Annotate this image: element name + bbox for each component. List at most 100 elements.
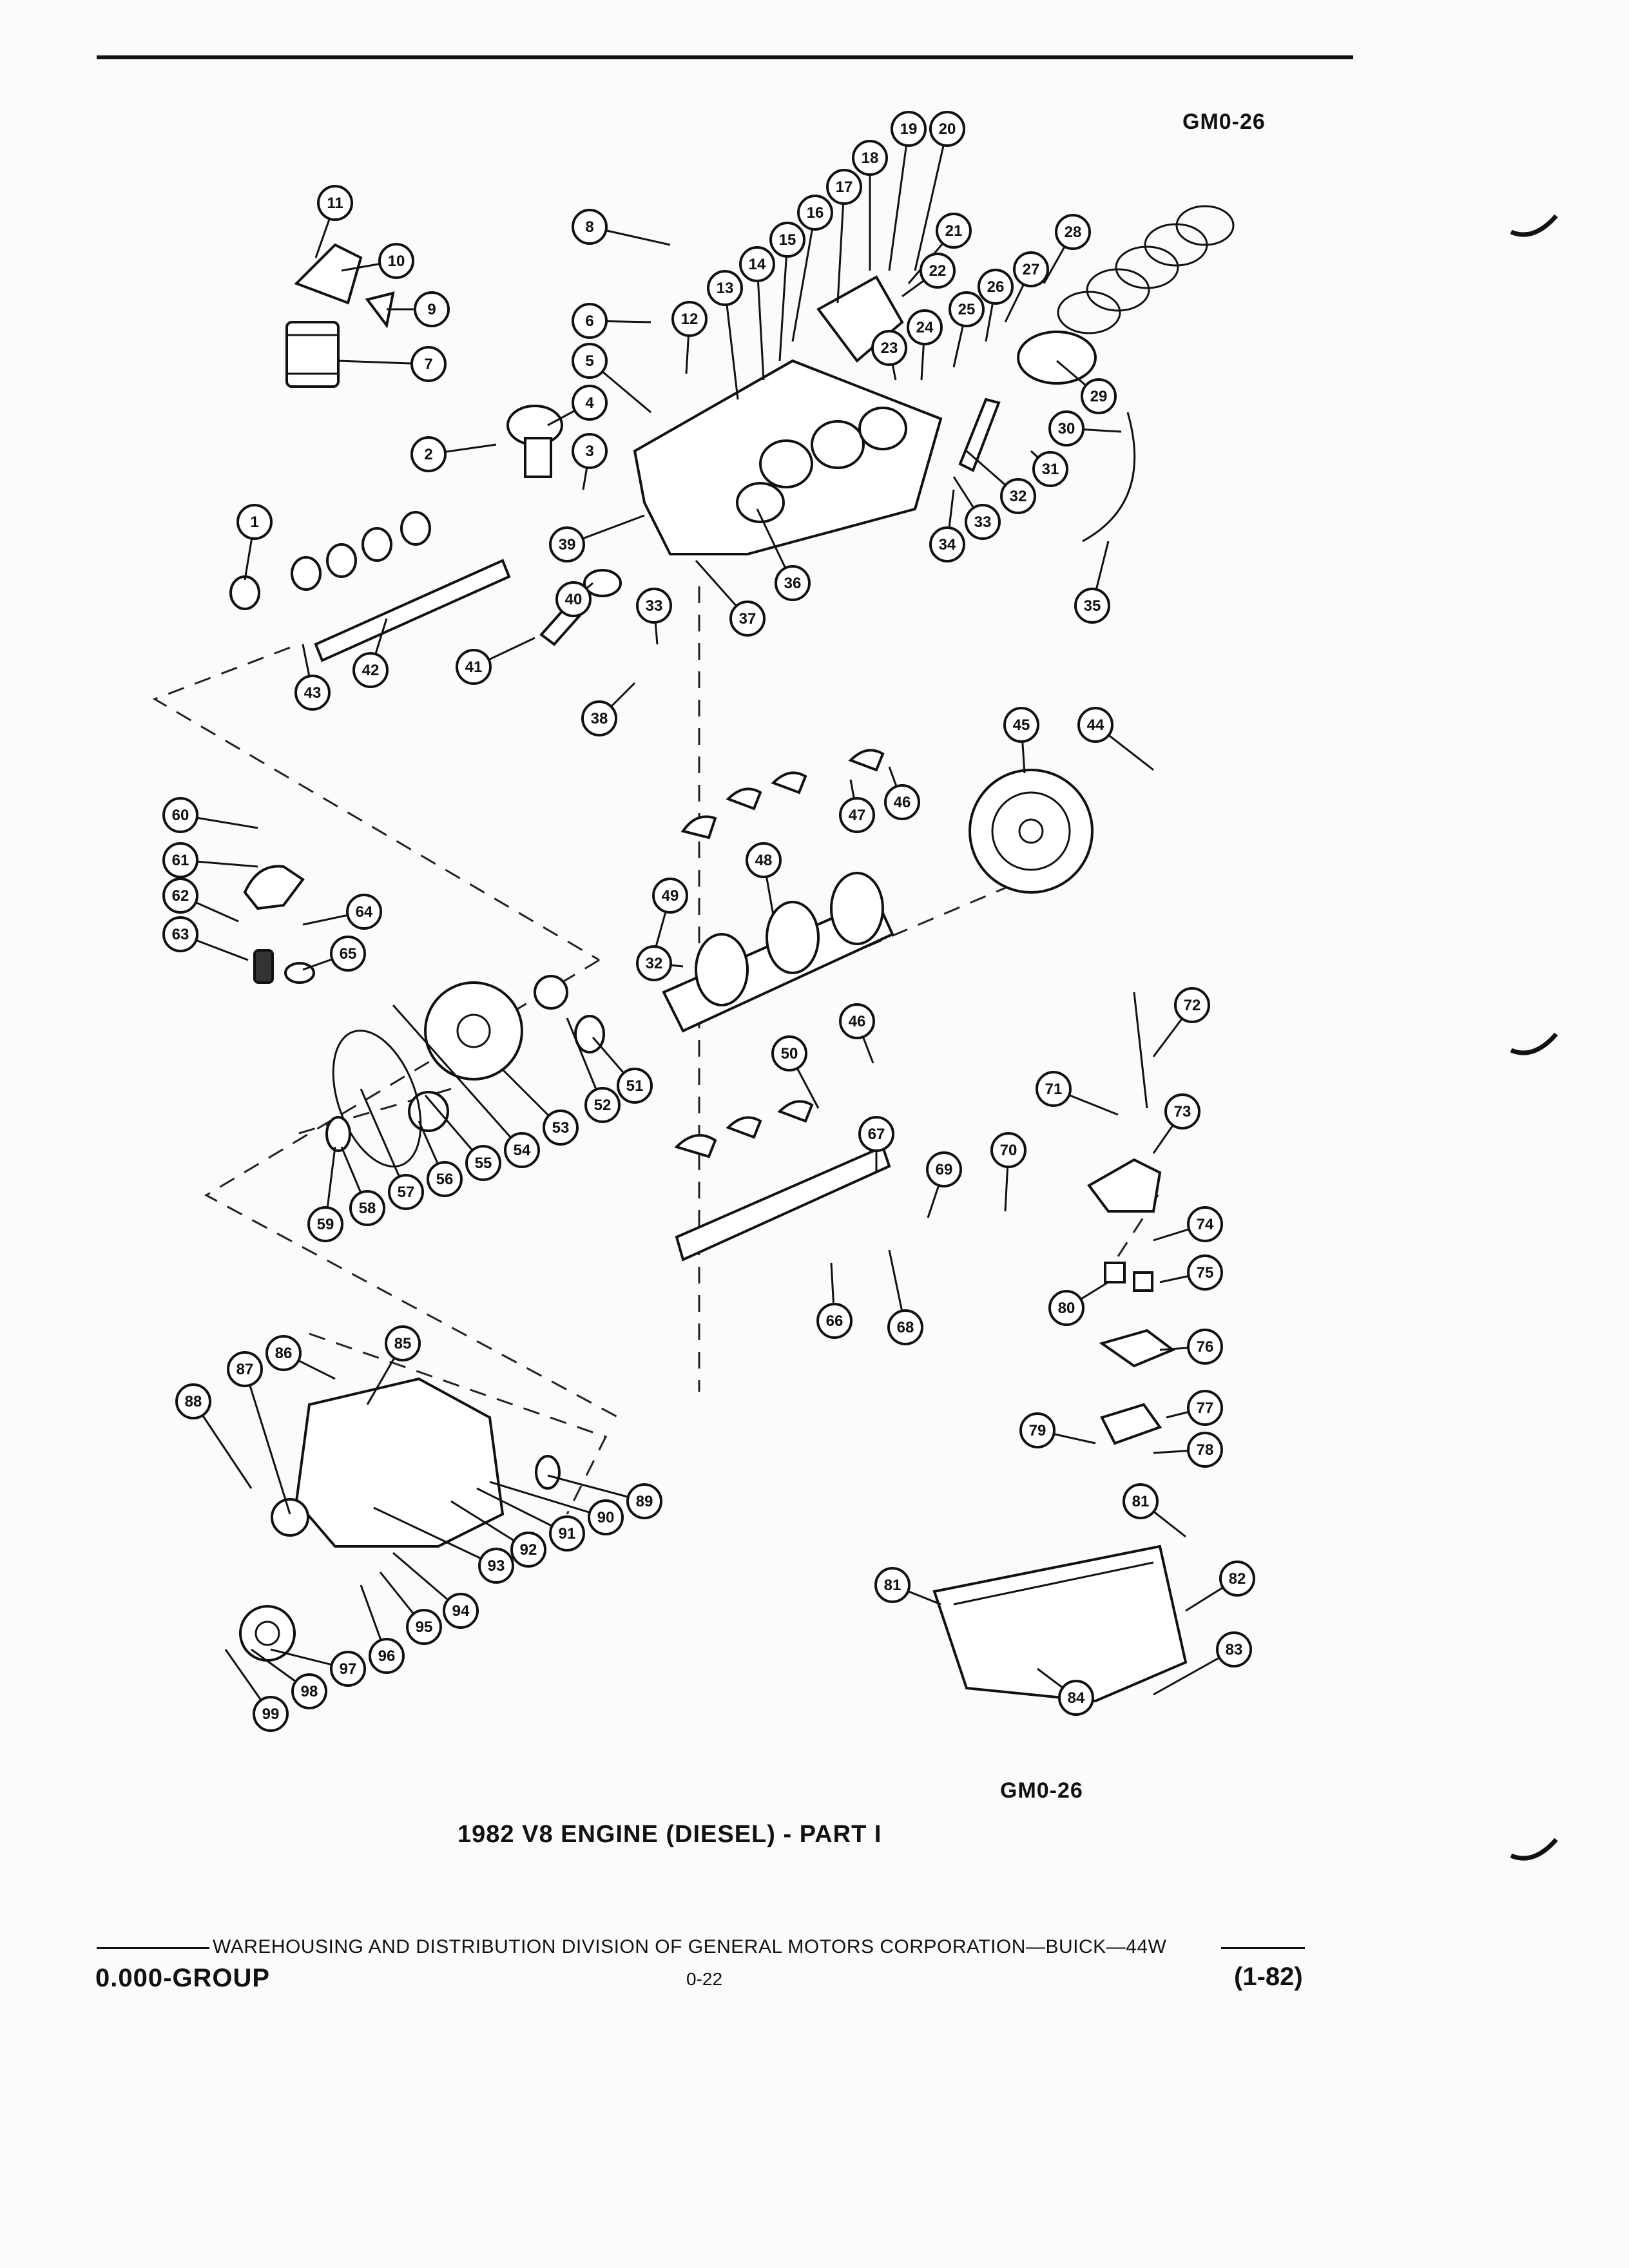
callout-circle [1019,1412,1055,1448]
callout-number: 6 [585,312,593,330]
callout-circle [874,1567,911,1603]
callout-number: 4 [585,394,594,412]
callout-circle [388,1174,424,1210]
callout-11: 11 [314,185,353,258]
callout-circle [549,1515,585,1552]
callout-12: 12 [671,301,708,374]
callout-13: 13 [707,270,743,400]
callout-circle [317,185,353,221]
callout-circle [1219,1561,1255,1597]
callout-81: 81 [874,1567,941,1606]
callout-circle [617,1068,653,1104]
callout-number: 11 [327,195,343,212]
callout-42: 42 [352,618,389,688]
callout-3: 3 [572,433,608,490]
callout-circle [378,243,414,279]
footer-rule-left [97,1947,209,1949]
callout-number: 69 [936,1161,953,1178]
callout-number: 83 [1226,1641,1243,1658]
callout-number: 92 [520,1541,537,1559]
callout-92: 92 [450,1500,546,1568]
callout-circle [1074,588,1110,624]
publisher-line: WAREHOUSING AND DISTRIBUTION DIVISION OF… [213,1936,1167,1957]
callout-circle [1187,1390,1223,1426]
callout-number: 33 [974,514,992,531]
callout-leader [791,212,816,342]
callout-circle [410,436,447,472]
callout-85: 85 [366,1325,421,1405]
callout-51: 51 [592,1037,653,1104]
callout-circle [1077,707,1113,743]
group-number: 0.000-GROUP [95,1964,271,1992]
callout-number: 9 [427,301,436,318]
callout-circle [510,1532,546,1568]
callout-number: 52 [594,1097,612,1114]
callout-circle [572,303,608,339]
callout-number: 46 [849,1013,866,1030]
callout-58: 58 [340,1146,385,1226]
callout-number: 57 [398,1184,415,1201]
callout-number: 33 [646,597,663,615]
callout-circle [978,269,1014,305]
callout-number: 86 [275,1345,293,1362]
callout-number: 82 [1229,1570,1246,1588]
callout-81: 81 [1123,1483,1186,1538]
callout-circle [729,601,766,637]
callout-number: 71 [1045,1081,1063,1098]
callout-number: 87 [236,1361,254,1378]
callout-circle [920,253,956,289]
callout-circle [626,1483,662,1519]
callout-19: 19 [888,111,927,271]
callout-circle [1123,1483,1159,1519]
callout-number: 7 [424,356,432,373]
callout-leader [836,186,845,303]
callout-number: 68 [897,1319,914,1336]
callout-98: 98 [251,1648,327,1709]
callout-number: 44 [1087,716,1104,734]
callout-73: 73 [1152,1093,1200,1154]
callout-95: 95 [379,1571,442,1645]
callout-number: 80 [1058,1300,1075,1317]
callout-50: 50 [771,1035,820,1109]
callout-number: 73 [1174,1103,1191,1120]
callout-43: 43 [294,644,331,711]
callout-number: 66 [826,1312,843,1330]
callout-circle [1003,707,1039,743]
figure-code-top: GM0-26 [1182,110,1266,134]
callout-4: 4 [547,385,608,427]
callout-24: 24 [907,309,943,381]
callout-circle [636,588,672,624]
callout-number: 60 [172,807,189,824]
callout-circle [330,936,366,972]
callout-37: 37 [695,560,766,637]
callout-97: 97 [270,1648,366,1687]
callout-number: 39 [559,536,576,553]
callout-leader [724,287,739,400]
callout-55: 55 [424,1095,501,1181]
callout-circle [1032,451,1068,487]
callout-number: 3 [585,443,593,460]
callout-number: 78 [1197,1441,1214,1459]
callout-circle [965,504,1001,540]
callout-9: 9 [387,291,450,327]
callout-number: 75 [1197,1264,1214,1282]
callout-circle [549,526,585,562]
callout-circle [884,784,920,820]
callout-circle [414,291,450,327]
callout-circle [443,1593,479,1629]
callout-circle [1058,1680,1094,1716]
callout-47: 47 [839,779,875,833]
callout-circle [1187,1206,1223,1242]
callout-number: 81 [884,1577,901,1594]
callout-16: 16 [791,195,833,342]
callout-number: 43 [304,684,322,702]
callout-circle [852,140,888,176]
callout-21: 21 [907,213,972,284]
callout-circle [1000,478,1036,514]
callout-number: 18 [862,149,879,167]
callout-number: 16 [807,204,824,222]
callout-circle [769,222,805,258]
callout-number: 93 [488,1557,505,1575]
callout-leader [489,1481,606,1519]
